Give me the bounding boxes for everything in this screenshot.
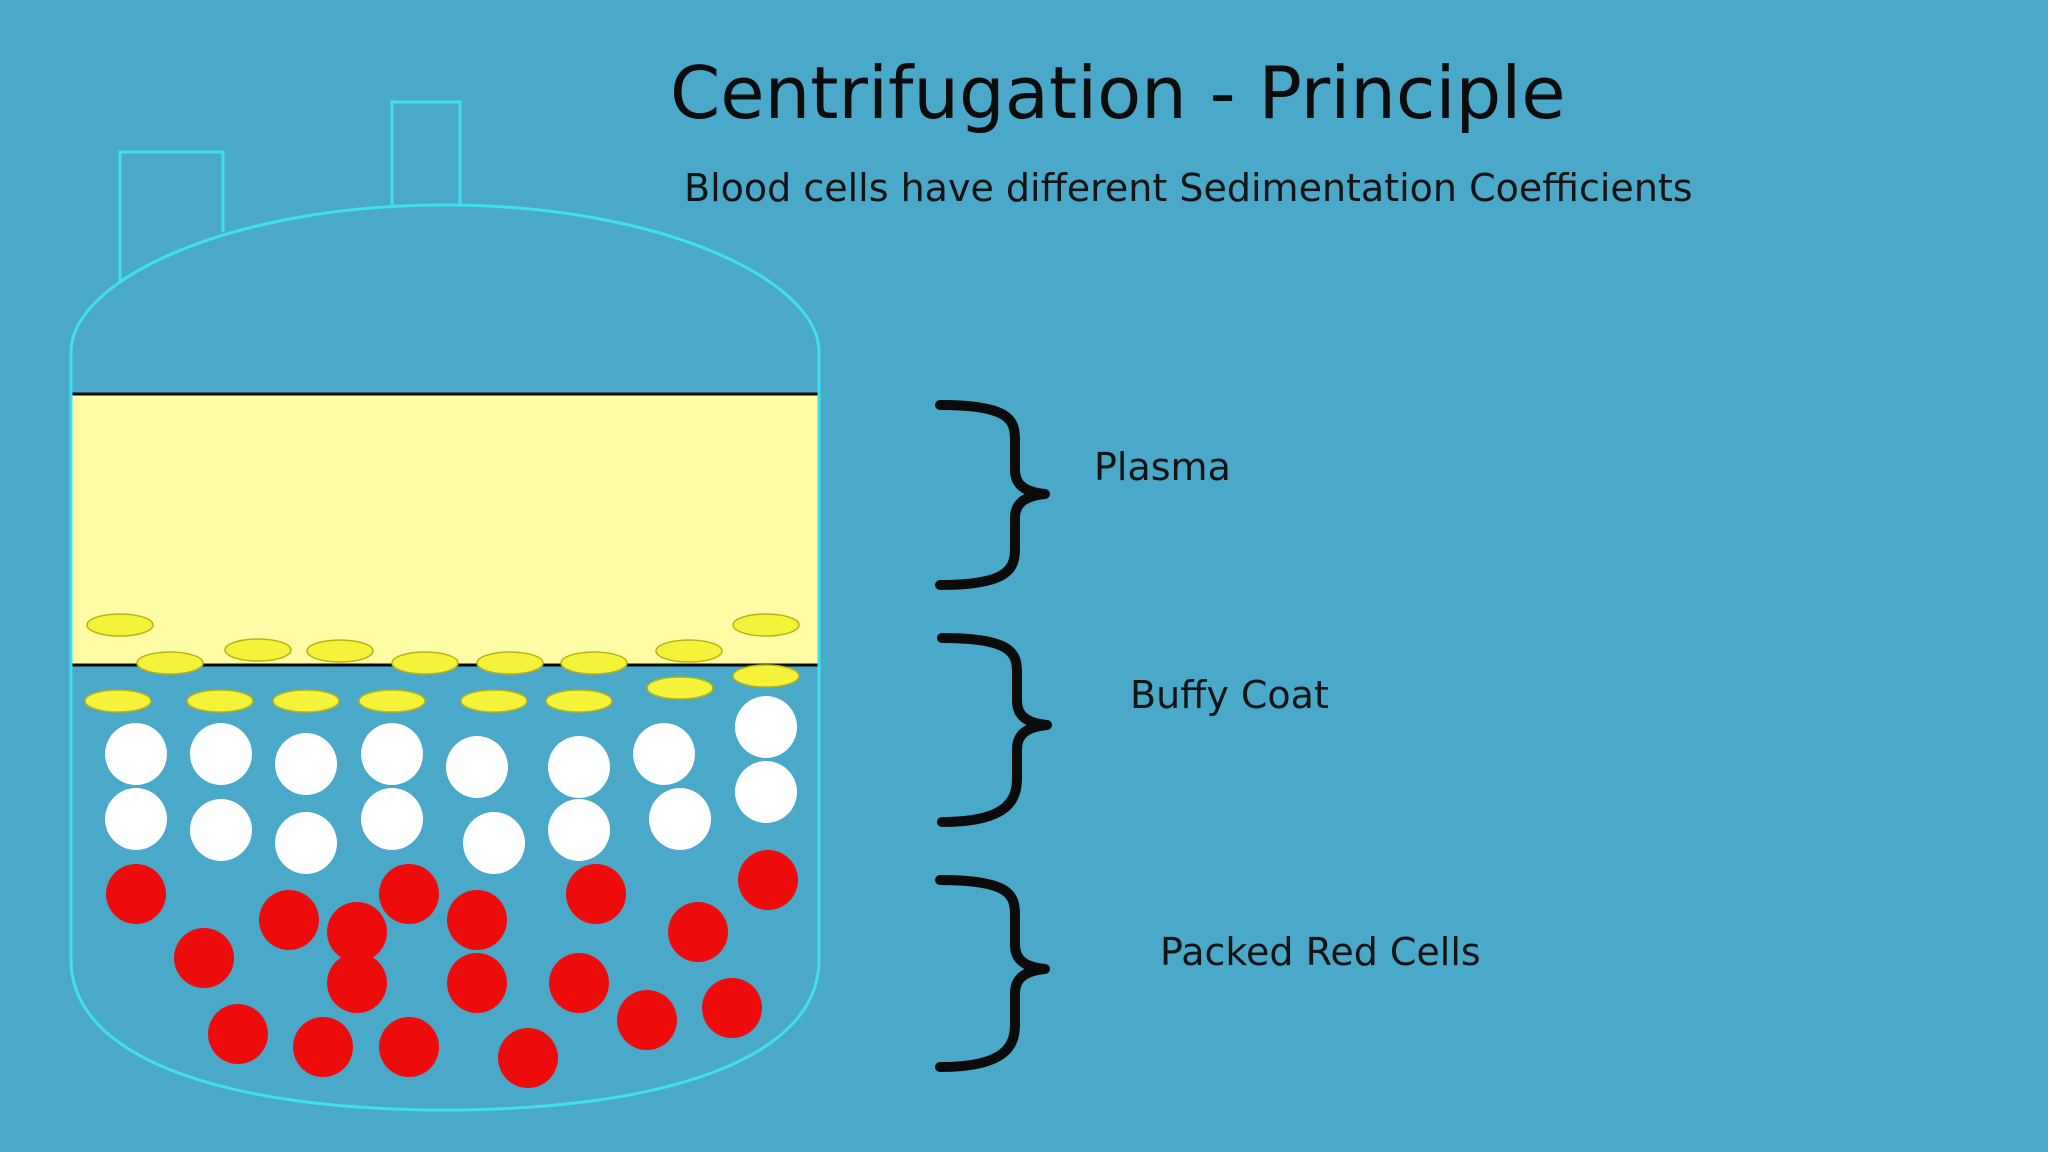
red-cell-group bbox=[106, 850, 798, 1088]
platelet bbox=[476, 651, 544, 675]
white-blood-cell bbox=[633, 723, 695, 785]
platelet bbox=[646, 676, 714, 700]
white-blood-cell bbox=[548, 799, 610, 861]
white-blood-cell bbox=[275, 733, 337, 795]
tube-port-right bbox=[390, 100, 462, 208]
red-blood-cell bbox=[738, 850, 798, 910]
platelet bbox=[560, 651, 628, 675]
red-blood-cell bbox=[259, 890, 319, 950]
platelet bbox=[186, 689, 254, 713]
red-blood-cell bbox=[379, 864, 439, 924]
white-blood-cell bbox=[105, 723, 167, 785]
red-blood-cell bbox=[379, 1017, 439, 1077]
platelet-group bbox=[84, 613, 800, 713]
red-blood-cell bbox=[549, 953, 609, 1013]
platelet bbox=[732, 664, 800, 688]
red-blood-cell bbox=[208, 1004, 268, 1064]
white-cell-group bbox=[105, 696, 797, 874]
white-blood-cell bbox=[649, 788, 711, 850]
red-blood-cell bbox=[617, 990, 677, 1050]
platelet bbox=[224, 638, 292, 662]
layer-label-packed-red-cells: Packed Red Cells bbox=[1160, 930, 1481, 974]
plasma-layer bbox=[71, 394, 819, 665]
white-blood-cell bbox=[463, 812, 525, 874]
platelet bbox=[460, 689, 528, 713]
subtitle: Blood cells have different Sedimentation… bbox=[684, 166, 1693, 210]
red-blood-cell bbox=[447, 890, 507, 950]
white-blood-cell bbox=[735, 761, 797, 823]
layer-label-buffy-coat: Buffy Coat bbox=[1130, 673, 1329, 717]
red-blood-cell bbox=[668, 902, 728, 962]
platelet bbox=[136, 651, 204, 675]
red-blood-cell bbox=[174, 928, 234, 988]
red-blood-cell bbox=[327, 902, 387, 962]
platelet bbox=[655, 639, 723, 663]
platelet bbox=[86, 613, 154, 637]
layer-label-plasma: Plasma bbox=[1094, 445, 1231, 489]
platelet bbox=[306, 639, 374, 663]
white-blood-cell bbox=[361, 723, 423, 785]
red-blood-cell bbox=[498, 1028, 558, 1088]
platelet bbox=[272, 689, 340, 713]
red-blood-cell bbox=[106, 864, 166, 924]
white-blood-cell bbox=[190, 723, 252, 785]
centrifuge-tube-outline bbox=[69, 203, 821, 1112]
platelet bbox=[732, 613, 800, 637]
white-blood-cell bbox=[105, 788, 167, 850]
buffy-coat-brace bbox=[937, 633, 1052, 827]
packed-red-cells-brace bbox=[935, 875, 1050, 1072]
red-blood-cell bbox=[327, 953, 387, 1013]
white-blood-cell bbox=[275, 812, 337, 874]
red-blood-cell bbox=[447, 953, 507, 1013]
platelet bbox=[84, 689, 152, 713]
red-blood-cell bbox=[566, 864, 626, 924]
tube-port-left bbox=[118, 150, 225, 284]
platelet bbox=[391, 651, 459, 675]
white-blood-cell bbox=[735, 696, 797, 758]
white-blood-cell bbox=[361, 788, 423, 850]
white-blood-cell bbox=[548, 736, 610, 798]
platelet bbox=[358, 689, 426, 713]
page-title: Centrifugation - Principle bbox=[670, 51, 1566, 135]
red-blood-cell bbox=[293, 1017, 353, 1077]
white-blood-cell bbox=[190, 799, 252, 861]
red-blood-cell bbox=[702, 978, 762, 1038]
white-blood-cell bbox=[446, 736, 508, 798]
platelet bbox=[545, 689, 613, 713]
plasma-brace bbox=[935, 400, 1050, 590]
